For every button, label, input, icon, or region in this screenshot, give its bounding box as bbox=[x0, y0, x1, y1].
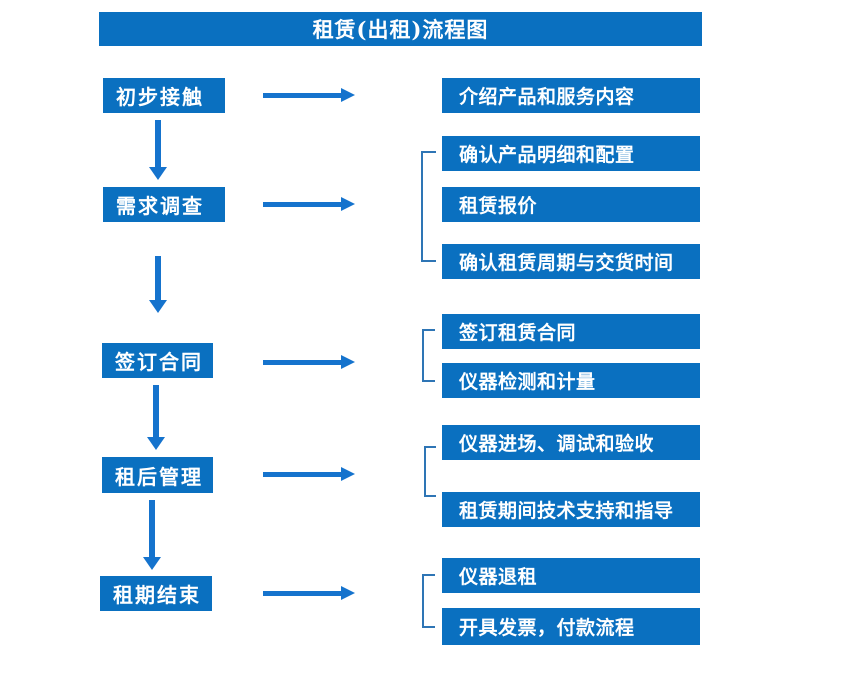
detail-box: 签订租赁合同 bbox=[442, 314, 700, 349]
down-arrow bbox=[149, 256, 167, 313]
down-arrow bbox=[149, 120, 167, 180]
right-arrow bbox=[263, 467, 355, 481]
step-box-lease-end: 租期结束 bbox=[100, 576, 212, 611]
step-box-initial-contact: 初步接触 bbox=[103, 78, 225, 113]
detail-label: 仪器进场、调试和验收 bbox=[459, 433, 655, 455]
detail-label: 确认租赁周期与交货时间 bbox=[459, 252, 674, 274]
arrow-shaft bbox=[155, 256, 161, 300]
detail-label: 仪器检测和计量 bbox=[459, 371, 596, 393]
bracket-connector bbox=[422, 574, 435, 628]
detail-label: 确认产品明细和配置 bbox=[459, 144, 635, 166]
bracket-connector bbox=[422, 329, 435, 382]
step-label: 签订合同 bbox=[115, 350, 203, 374]
detail-box: 仪器退租 bbox=[442, 558, 700, 593]
page-title: 租赁(出租)流程图 bbox=[312, 17, 489, 42]
detail-label: 签订租赁合同 bbox=[459, 322, 577, 344]
arrow-head bbox=[341, 197, 355, 211]
right-arrow bbox=[263, 586, 355, 600]
detail-label: 租赁期间技术支持和指导 bbox=[459, 500, 674, 522]
title-bar: 租赁(出租)流程图 bbox=[99, 12, 702, 46]
step-box-sign-contract: 签订合同 bbox=[102, 343, 213, 378]
detail-box: 租赁期间技术支持和指导 bbox=[442, 492, 700, 527]
arrow-head bbox=[341, 88, 355, 102]
detail-box: 确认产品明细和配置 bbox=[442, 136, 700, 171]
step-label: 初步接触 bbox=[116, 85, 204, 109]
detail-box: 介绍产品和服务内容 bbox=[442, 78, 700, 113]
step-box-post-rental-management: 租后管理 bbox=[102, 457, 213, 493]
arrow-shaft bbox=[263, 359, 341, 365]
arrow-shaft bbox=[263, 471, 341, 477]
arrow-head bbox=[149, 167, 167, 180]
down-arrow bbox=[143, 500, 161, 570]
arrow-shaft bbox=[263, 92, 341, 98]
arrow-head bbox=[341, 586, 355, 600]
step-label: 租后管理 bbox=[115, 464, 203, 489]
step-box-demand-survey: 需求调查 bbox=[103, 187, 225, 222]
detail-box: 开具发票，付款流程 bbox=[442, 608, 700, 645]
arrow-shaft bbox=[263, 590, 341, 596]
detail-label: 介绍产品和服务内容 bbox=[459, 86, 635, 108]
detail-box: 租赁报价 bbox=[442, 187, 700, 222]
right-arrow bbox=[263, 355, 355, 369]
arrow-head bbox=[341, 467, 355, 481]
arrow-shaft bbox=[155, 120, 161, 167]
arrow-head bbox=[341, 355, 355, 369]
right-arrow bbox=[263, 88, 355, 102]
arrow-head bbox=[149, 300, 167, 313]
detail-box: 仪器检测和计量 bbox=[442, 363, 700, 398]
bracket-connector bbox=[421, 151, 436, 262]
bracket-connector bbox=[424, 446, 436, 497]
arrow-shaft bbox=[153, 385, 159, 437]
arrow-head bbox=[147, 437, 165, 450]
right-arrow bbox=[263, 197, 355, 211]
down-arrow bbox=[147, 385, 165, 450]
detail-label: 租赁报价 bbox=[459, 195, 538, 217]
arrow-shaft bbox=[263, 201, 341, 207]
detail-box: 确认租赁周期与交货时间 bbox=[442, 244, 700, 279]
step-label: 租期结束 bbox=[113, 583, 201, 607]
detail-box: 仪器进场、调试和验收 bbox=[442, 425, 700, 460]
arrow-shaft bbox=[149, 500, 155, 557]
detail-label: 仪器退租 bbox=[459, 566, 538, 588]
step-label: 需求调查 bbox=[116, 194, 204, 218]
detail-label: 开具发票，付款流程 bbox=[459, 617, 635, 639]
arrow-head bbox=[143, 557, 161, 570]
